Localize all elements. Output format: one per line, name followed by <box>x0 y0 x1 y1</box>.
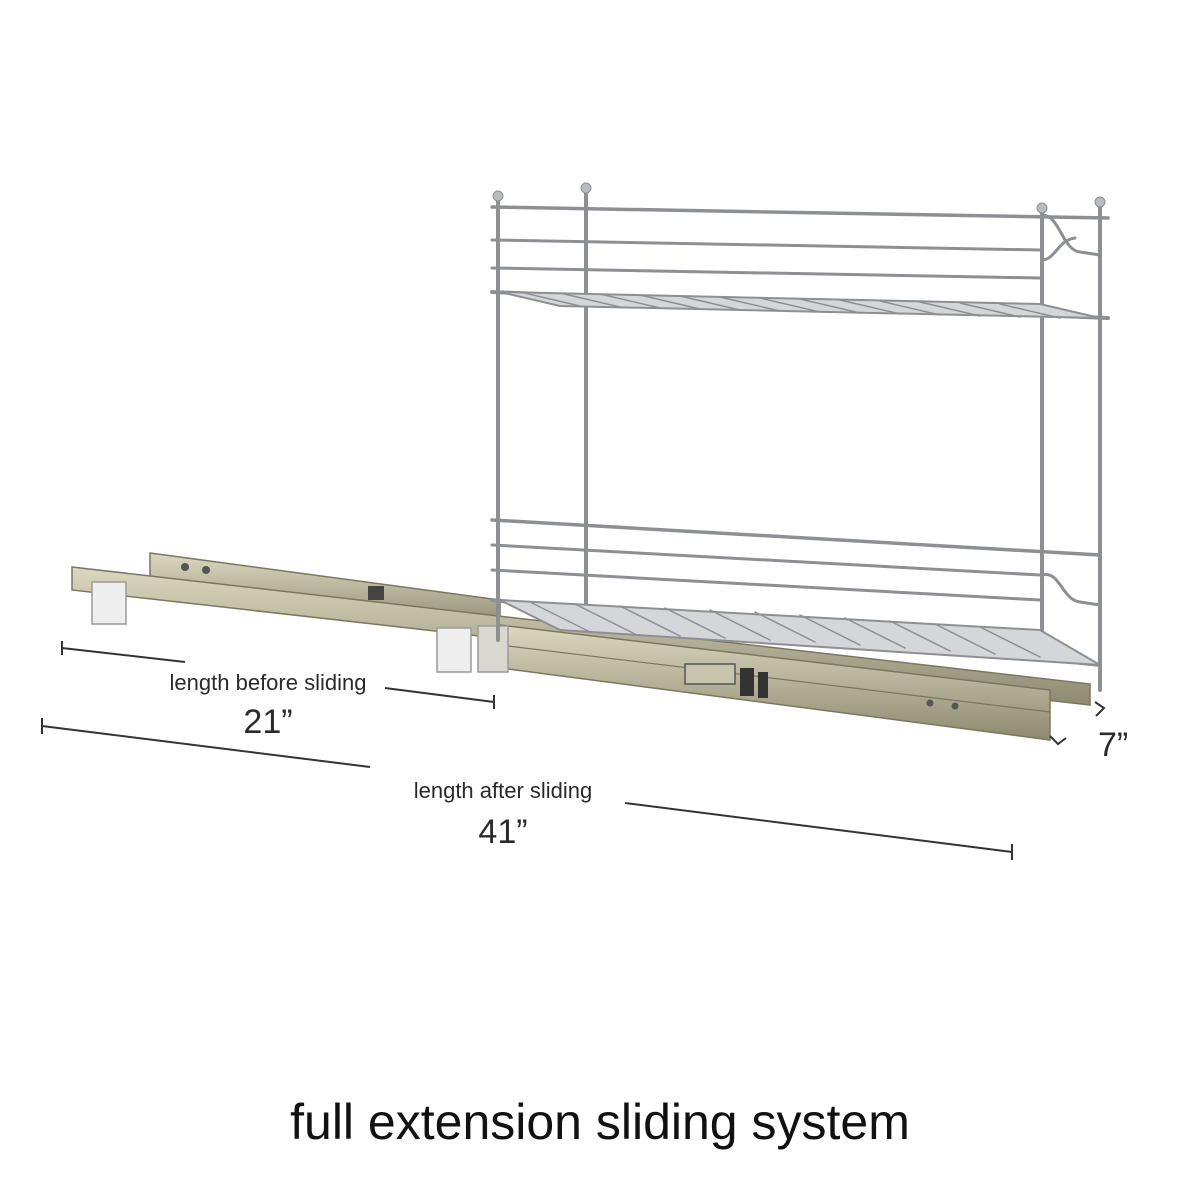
caption: full extension sliding system <box>290 1094 910 1150</box>
length-after-value: 41” <box>478 813 528 851</box>
length-before-value: 21” <box>243 703 293 741</box>
dimension-line-after <box>41 718 1013 860</box>
dimension-line-depth <box>1049 701 1106 746</box>
length-after-label: length after sliding <box>413 778 593 803</box>
front-slide-rail <box>71 566 1091 741</box>
length-before-label: length before sliding <box>169 670 367 695</box>
dimension-line-before <box>61 641 495 709</box>
depth-value: 7” <box>1098 726 1129 764</box>
wire-rack <box>490 182 1110 692</box>
